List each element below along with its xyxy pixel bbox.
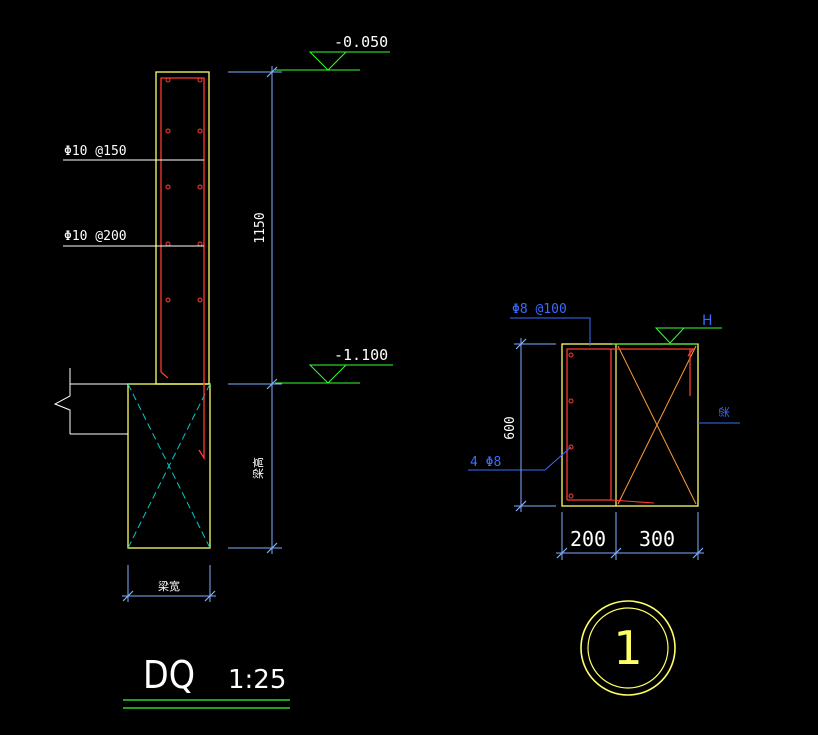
rebar-dot: [165, 297, 171, 303]
level-mark-h: H: [612, 313, 722, 345]
dim-tick: [556, 547, 568, 559]
level-mark-bottom: -1.100: [275, 346, 393, 384]
level-text: -1.100: [334, 346, 388, 364]
break-zigzag: [53, 368, 71, 434]
scale-text: 1:25: [228, 665, 286, 695]
rebar-label-1: Φ10 @150: [64, 144, 127, 159]
horizontal-dimension: 梁宽: [122, 565, 216, 602]
dim-tick: [266, 66, 278, 78]
footing-cross-line: [127, 383, 211, 549]
beam-section: Φ8 @100 4 Φ8 H 梁 600: [468, 302, 740, 696]
dim-tick: [122, 590, 134, 602]
bar-leader: [468, 446, 572, 471]
rebar-hook: [160, 371, 169, 379]
rebar-dot: [568, 398, 574, 404]
stirrup-line: [566, 348, 695, 500]
wall-vertical-rebar: [160, 77, 205, 461]
footing-outline: [127, 383, 211, 549]
bar-label: 4 Φ8: [470, 455, 501, 470]
dim-tick: [515, 500, 527, 512]
dim-tick: [266, 542, 278, 554]
rebar-dot: [165, 128, 171, 134]
rebar-dot: [165, 184, 171, 190]
beam-label: 梁: [717, 407, 731, 418]
rebar-dot: [165, 77, 171, 83]
level-triangle: [308, 51, 348, 71]
section-number-text: 1: [613, 621, 642, 675]
level-triangle: [308, 364, 348, 384]
rebar-dot: [568, 444, 574, 450]
dim-tick: [204, 590, 216, 602]
drawing-title: DQ 1:25: [123, 653, 290, 709]
title-text: DQ: [143, 653, 195, 697]
section-rebar: [566, 348, 695, 504]
stirrup-label: Φ8 @100: [512, 302, 567, 317]
level-mark-top: -0.050: [275, 33, 390, 71]
section-outline: [561, 343, 699, 507]
section-horizontal-dimension: 200 300: [556, 512, 704, 560]
wall-elevation: Φ10 @150 Φ10 @200 1150 梁高 -0.050 -1.100: [53, 33, 393, 709]
rebar-dot: [197, 297, 203, 303]
section-circle-outer: [580, 600, 676, 696]
section-circle-inner: [587, 607, 669, 689]
rebar-dot: [197, 128, 203, 134]
level-text: H: [702, 313, 713, 329]
section-vertical-dimension: 600: [503, 338, 556, 512]
vertical-dimension: 1150 梁高: [228, 66, 282, 554]
wall-rebar: [160, 77, 205, 461]
dim-tick: [692, 547, 704, 559]
dim-text-beam-height: 梁高: [251, 457, 265, 479]
rebar-dot: [197, 184, 203, 190]
dim-text-width-2: 300: [639, 527, 675, 551]
dim-text-section-height: 600: [503, 416, 518, 439]
level-triangle: [654, 327, 686, 344]
section-cross-line: [617, 345, 697, 505]
dim-tick: [610, 547, 622, 559]
break-line-symbol: [53, 368, 128, 435]
dim-text-height: 1150: [253, 212, 268, 243]
dim-text-width-1: 200: [570, 527, 606, 551]
stirrup-leader: [510, 317, 591, 346]
rebar-label-2: Φ10 @200: [64, 229, 127, 244]
wall-outline: [155, 71, 210, 385]
stirrup-line: [610, 499, 655, 504]
rebar-dot: [568, 493, 574, 499]
dim-tick: [515, 338, 527, 350]
rebar-dot: [568, 352, 574, 358]
section-number-symbol: 1: [580, 600, 676, 696]
rebar-dot: [197, 241, 203, 247]
dim-tick: [266, 378, 278, 390]
dim-text-beam-width: 梁宽: [158, 579, 180, 593]
rebar-dot: [165, 241, 171, 247]
level-text: -0.050: [334, 33, 388, 51]
rebar-dot: [197, 77, 203, 83]
